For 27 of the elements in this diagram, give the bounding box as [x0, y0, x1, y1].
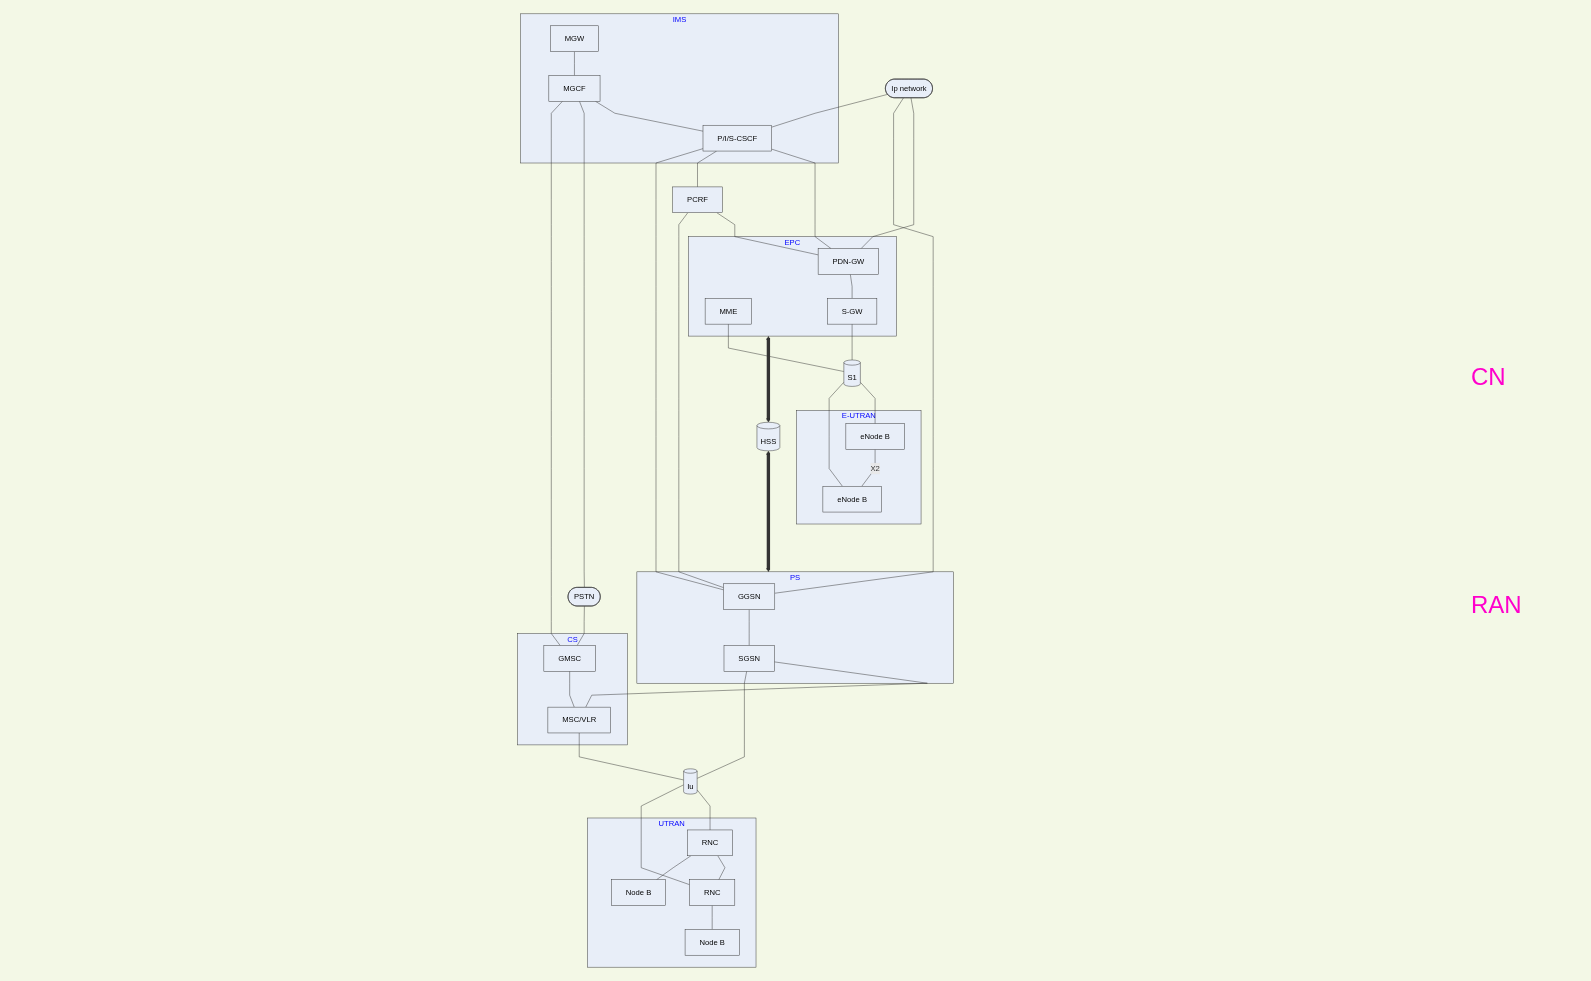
arrow — [766, 336, 771, 423]
connector — [696, 789, 711, 831]
connector — [678, 212, 724, 588]
connector — [716, 212, 819, 256]
region-label: RAN — [1471, 590, 1523, 619]
connector — [774, 97, 934, 594]
connector — [595, 101, 704, 132]
connector — [696, 671, 747, 779]
connector — [585, 661, 928, 708]
connector — [860, 97, 914, 249]
connector — [771, 148, 832, 249]
arrow — [766, 450, 771, 572]
connector — [569, 671, 575, 708]
connector — [576, 606, 585, 646]
connector — [656, 855, 692, 880]
connector — [579, 732, 684, 781]
connector — [551, 101, 563, 646]
connector — [860, 382, 876, 424]
connector — [771, 94, 888, 128]
connector — [640, 784, 690, 885]
connector — [579, 101, 585, 588]
connector — [850, 274, 853, 299]
connector — [697, 150, 717, 188]
connector — [828, 382, 845, 487]
connector — [655, 148, 724, 591]
region-label: CN — [1471, 362, 1507, 391]
connector — [728, 323, 845, 372]
